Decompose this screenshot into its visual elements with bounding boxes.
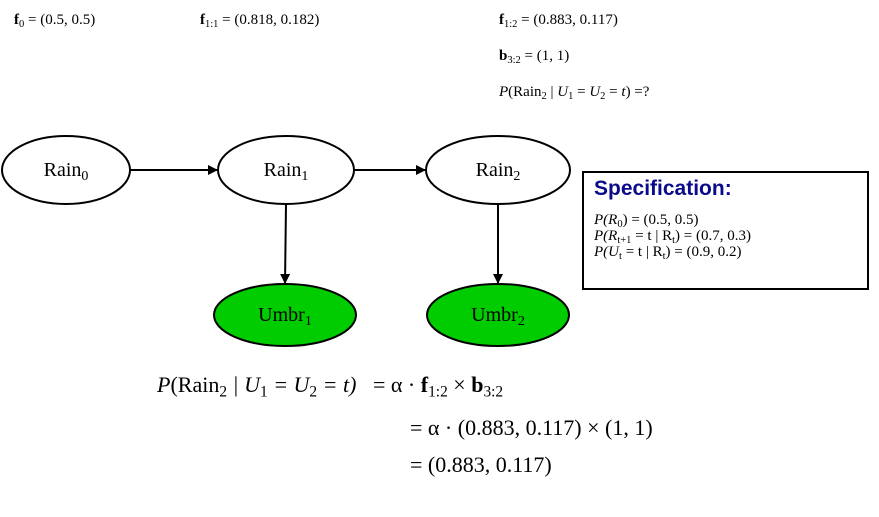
- edge-rain1-to-umbr1: [280, 203, 291, 285]
- spec-trans-sub2: t: [672, 235, 675, 247]
- f0-text: = (0.5, 0.5): [28, 12, 96, 28]
- node-umbr1: Umbr1: [213, 283, 357, 347]
- f11-sub: 1:1: [205, 19, 219, 31]
- eq-lhs-open: (Rain: [170, 372, 220, 397]
- f11-value: f1:1 = (0.818, 0.182): [200, 12, 320, 31]
- f11-symbol: f: [200, 12, 205, 28]
- b32-symbol: b: [499, 48, 508, 64]
- spec-sensor-post: = t | R: [621, 244, 663, 260]
- query-text: P(Rain2 | U1 = U2 = t) =?: [499, 84, 650, 103]
- spec-trans-pre: P(: [594, 228, 609, 244]
- spec-line-prior: P(R0) = (0.5, 0.5): [594, 212, 699, 231]
- spec-prior-post: ) = (0.5, 0.5): [622, 212, 699, 228]
- query-p: P: [499, 84, 509, 100]
- spec-sensor-sub2: t: [662, 251, 666, 263]
- equation-line-1: = α · f1:2 × b3:2: [373, 372, 504, 401]
- spec-line-transition: P(Rt+1 = t | Rt) = (0.7, 0.3): [594, 228, 751, 247]
- node-umbr1-ellipse: [213, 283, 357, 347]
- specification-box: Specification: P(R0) = (0.5, 0.5) P(Rt+1…: [582, 171, 869, 290]
- eq-l1-times: ×: [447, 372, 472, 397]
- spec-prior-sub: 0: [617, 219, 623, 231]
- node-rain2: Rain2: [425, 135, 571, 205]
- eq-l1-f: f: [420, 372, 429, 397]
- spec-trans-sub: t+1: [617, 235, 632, 247]
- b32-text: = (1, 1): [524, 48, 570, 64]
- spec-prior-pre: P(: [594, 212, 609, 228]
- f11-text: = (0.818, 0.182): [222, 12, 320, 28]
- query-open: (Rain: [508, 84, 542, 100]
- query-t: t: [621, 84, 626, 100]
- query-close: ) =?: [625, 84, 650, 100]
- node-rain2-label: Rain2: [476, 159, 521, 184]
- node-rain1: Rain1: [217, 135, 355, 205]
- specification-title: Specification:: [594, 177, 732, 200]
- query-rest: =: [605, 84, 622, 100]
- node-umbr2-label: Umbr2: [471, 304, 525, 329]
- spec-sensor-pre: P(: [594, 244, 609, 260]
- equation-line-2: = α · (0.883, 0.117) × (1, 1): [410, 415, 653, 440]
- eq-lhs-u1sub: 1: [259, 383, 268, 401]
- equation-line-3: = (0.883, 0.117): [410, 452, 552, 477]
- b32-sub: 3:2: [507, 55, 521, 67]
- spec-sensor-var: U: [608, 244, 620, 260]
- query-u2: U: [589, 84, 601, 100]
- eq-lhs-rest: = t): [317, 372, 357, 397]
- query-cond: |: [546, 84, 558, 100]
- query-u2-sub: 2: [600, 91, 606, 103]
- node-rain0-label: Rain0: [44, 159, 89, 184]
- equation-lhs: P(Rain2 | U1 = U2 = t): [157, 372, 357, 401]
- node-umbr1-label: Umbr1: [258, 304, 312, 329]
- query-sub: 2: [541, 91, 547, 103]
- query-u1: U: [557, 84, 569, 100]
- f12-symbol: f: [499, 12, 504, 28]
- eq-lhs-cond: | U: [227, 372, 260, 397]
- f12-value: f1:2 = (0.883, 0.117): [499, 12, 618, 31]
- b32-value: b3:2 = (1, 1): [499, 48, 570, 67]
- node-umbr2-ellipse: [426, 283, 570, 347]
- eq-lhs-sub: 2: [219, 383, 228, 401]
- eq-l1-b: b: [471, 372, 484, 397]
- eq-l1-bsub: 3:2: [483, 383, 504, 401]
- node-rain1-label: Rain1: [264, 159, 309, 184]
- f0-symbol: f: [14, 12, 19, 28]
- f12-sub: 1:2: [504, 19, 518, 31]
- spec-sensor-sub: t: [619, 251, 622, 263]
- spec-prior-var: R: [608, 212, 618, 228]
- spec-trans-var: R: [608, 228, 618, 244]
- query-u1-sub: 1: [568, 91, 574, 103]
- f12-text: = (0.883, 0.117): [521, 12, 618, 28]
- eq-l1-fsub: 1:2: [428, 383, 448, 401]
- spec-line-sensor: P(Ut = t | Rt) = (0.9, 0.2): [594, 244, 742, 263]
- query-mid: =: [573, 84, 590, 100]
- spec-sensor-post2: ) = (0.9, 0.2): [665, 244, 742, 260]
- spec-trans-post2: ) = (0.7, 0.3): [675, 228, 751, 244]
- node-rain2-ellipse: [425, 135, 571, 205]
- node-umbr2: Umbr2: [426, 283, 570, 347]
- f0-sub: 0: [19, 19, 25, 31]
- eq-lhs-u2sub: 2: [309, 383, 318, 401]
- node-rain1-ellipse: [217, 135, 355, 205]
- eq-lhs-p: P: [157, 372, 171, 397]
- eq-l1-eq: = α ·: [373, 372, 421, 397]
- node-rain0: Rain0: [1, 135, 131, 205]
- f0-value: f0 = (0.5, 0.5): [14, 12, 96, 31]
- eq-lhs-mid: = U: [267, 372, 310, 397]
- node-rain0-ellipse: [1, 135, 131, 205]
- spec-trans-post: = t | R: [631, 228, 673, 244]
